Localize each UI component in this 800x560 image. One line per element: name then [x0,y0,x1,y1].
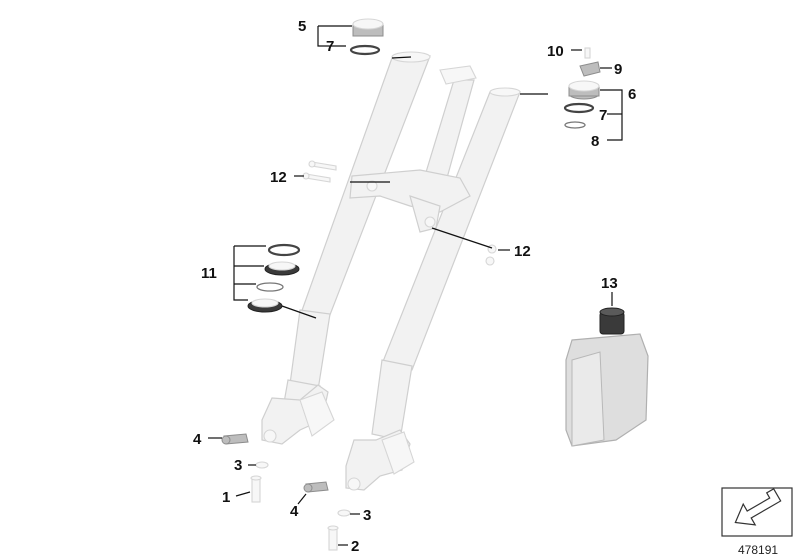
arrow-down-left-icon [721,487,793,537]
right-fork-tube [345,87,521,491]
callout-6: 6 [628,86,636,103]
callout-5: 5 [298,18,306,35]
callout-1: 1 [222,489,230,506]
callout-13: 13 [601,275,618,292]
callout-4-left: 4 [193,431,202,448]
callout-7-left: 7 [326,38,334,55]
callout-12-right: 12 [514,243,531,260]
callout-4-right: 4 [290,503,299,520]
lower-fasteners [221,433,351,551]
callout-labels: 5 7 10 9 6 7 8 12 12 11 13 4 3 1 4 3 2 [193,18,636,555]
callout-12-left: 12 [270,169,287,186]
callout-11: 11 [201,265,217,282]
clamp-bolts [302,160,497,266]
callout-3-left: 3 [234,457,242,474]
callout-2: 2 [351,538,359,555]
callout-3-right: 3 [363,507,371,524]
reference-number: 478191 [738,543,778,557]
callout-7-right: 7 [599,107,607,124]
seal-set [247,243,301,313]
callout-9: 9 [614,61,622,78]
leader-lines [208,25,623,546]
fork-cap-right [563,47,601,129]
fork-cap-left [349,18,384,56]
steering-assembly [349,65,477,233]
fork-oil-bottle [565,307,649,447]
callout-8: 8 [591,133,599,150]
callout-10: 10 [547,43,564,60]
